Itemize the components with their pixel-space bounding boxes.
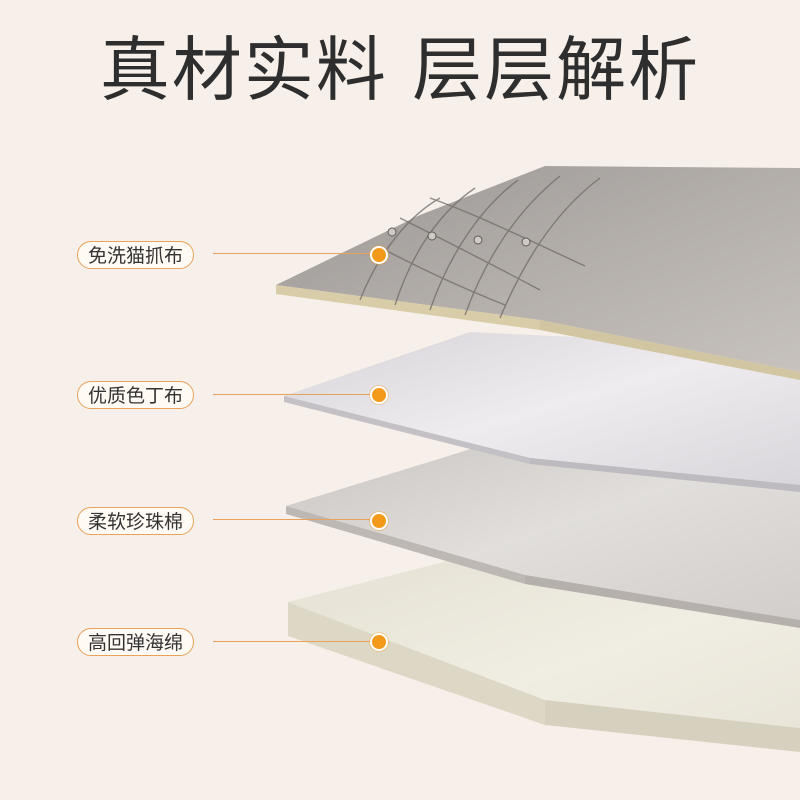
leader-line [213, 519, 378, 520]
pearl-cotton-layer [286, 440, 800, 628]
cat-scratch-fabric-layer [276, 166, 800, 380]
page-title: 真材实料 层层解析 [99, 29, 701, 111]
layer-label-satin-fabric: 优质色丁布 [77, 381, 195, 409]
marker-dot [370, 512, 388, 530]
satin-layer [284, 332, 800, 492]
marker-dot [370, 633, 388, 651]
layer-label-cat-scratch-fabric: 免洗猫抓布 [77, 241, 195, 269]
leader-line [213, 394, 378, 395]
layer-label-high-rebound-sponge: 高回弹海绵 [77, 628, 195, 656]
layer-label-pearl-cotton: 柔软珍珠棉 [77, 507, 195, 535]
marker-dot [370, 386, 388, 404]
leader-line [213, 253, 378, 254]
marker-dot [370, 246, 388, 264]
leader-line [213, 641, 378, 642]
